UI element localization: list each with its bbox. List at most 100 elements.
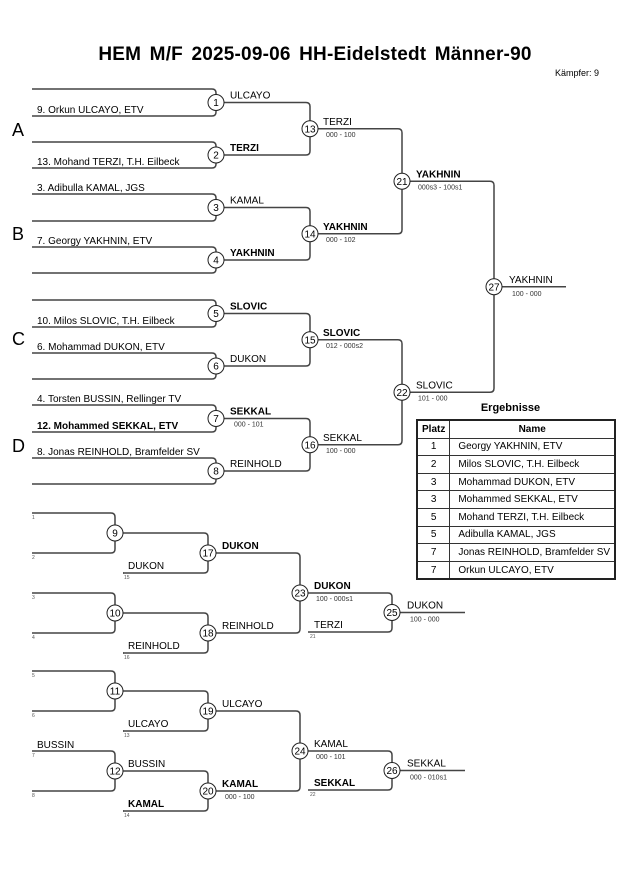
dropin-ref: 16 xyxy=(124,655,130,661)
pool-label-d: D xyxy=(12,436,25,456)
match-circle xyxy=(207,357,225,375)
match-number: 6 xyxy=(213,362,219,373)
match-score: 000 - 010s1 xyxy=(410,775,447,782)
header-place: Platz xyxy=(416,419,451,439)
result-place: 7 xyxy=(416,560,451,580)
match-circle xyxy=(383,604,401,621)
match-circle xyxy=(485,278,503,296)
match-number: 10 xyxy=(109,609,121,620)
first-round-bracket xyxy=(32,246,217,274)
match-circle xyxy=(383,762,401,779)
winner-name: ULCAYO xyxy=(230,91,271,102)
competitor-name: 7. Georgy YAKHNIN, ETV xyxy=(37,236,153,247)
winner-name: SLOVIC xyxy=(230,302,267,313)
match-number: 19 xyxy=(202,707,214,718)
seed-label: 3 xyxy=(32,595,35,601)
competitor-name: 6. Mohammad DUKON, ETV xyxy=(37,342,165,353)
match-number: 24 xyxy=(294,747,306,758)
winner-name: YAKHNIN xyxy=(416,169,461,180)
match-circle xyxy=(207,199,225,216)
dropin-name: REINHOLD xyxy=(128,641,180,652)
repechage-first-bracket xyxy=(32,750,116,792)
match-score: 100 - 000s1 xyxy=(316,596,353,603)
dropin-ref: 21 xyxy=(310,634,316,640)
match-circle xyxy=(207,410,225,427)
match-score: 100 - 000 xyxy=(326,448,356,455)
match-number: 21 xyxy=(396,177,408,188)
match-circle xyxy=(199,624,217,642)
seed-label: 7 xyxy=(32,753,35,759)
match-circle xyxy=(106,604,124,622)
match-circle xyxy=(106,682,124,700)
result-name: Orkun ULCAYO, ETV xyxy=(449,560,616,580)
result-name: Mohand TERZI, T.H. Eilbeck xyxy=(449,507,616,527)
result-name: Adibulla KAMAL, JGS xyxy=(449,525,616,545)
winner-name: ULCAYO xyxy=(222,699,263,710)
result-name: Mohammad DUKON, ETV xyxy=(449,472,616,492)
first-round-bracket xyxy=(32,193,217,222)
match-number: 25 xyxy=(386,608,398,619)
match-score: 000 - 101 xyxy=(234,422,264,429)
match-score: 000 - 100 xyxy=(326,132,356,139)
result-place: 3 xyxy=(416,472,451,492)
winner-name: REINHOLD xyxy=(222,621,274,632)
result-place: 5 xyxy=(416,525,451,545)
result-name: Mohammed SEKKAL, ETV xyxy=(449,490,616,509)
match-number: 27 xyxy=(488,282,500,293)
fighter-count: Kämpfer: 9 xyxy=(554,68,599,78)
match-number: 20 xyxy=(202,787,214,798)
match-circle xyxy=(301,225,319,243)
match-circle xyxy=(207,146,225,164)
match-circle xyxy=(301,436,319,454)
match-score: 000s3 - 100s1 xyxy=(418,184,462,191)
match-circle xyxy=(199,702,217,720)
dropin-ref: 14 xyxy=(124,813,130,819)
winner-name: KAMAL xyxy=(222,779,258,790)
match-number: 2 xyxy=(213,151,219,162)
winner-name: SLOVIC xyxy=(323,328,360,339)
result-place: 3 xyxy=(416,490,451,509)
match-number: 15 xyxy=(304,335,316,346)
match-number: 4 xyxy=(213,256,219,267)
match-number: 12 xyxy=(109,767,121,778)
match-score: 101 - 000 xyxy=(418,395,448,402)
header-name: Name xyxy=(449,419,616,439)
dropin-ref: 15 xyxy=(124,575,130,581)
match-number: 8 xyxy=(213,467,219,478)
competitor-name: 8. Jonas REINHOLD, Bramfelder SV xyxy=(37,447,200,458)
dropin-name: DUKON xyxy=(128,561,164,572)
match-number: 5 xyxy=(213,309,219,320)
match-circle xyxy=(301,120,319,138)
champion-name: YAKHNIN xyxy=(509,275,553,286)
winner-name: YAKHNIN xyxy=(323,222,368,233)
result-name: Georgy YAKHNIN, ETV xyxy=(449,437,616,457)
result-place: 5 xyxy=(416,507,451,527)
third-round-bracket xyxy=(318,339,403,446)
winner-name: TERZI xyxy=(323,117,352,128)
winner-name: TERZI xyxy=(230,143,259,154)
results-title: Ergebnisse xyxy=(480,402,541,414)
results-header-row: Platz Name xyxy=(416,419,616,439)
competitor-name: 12. Mohammed SEKKAL, ETV xyxy=(37,421,178,432)
competitor-name: 13. Mohand TERZI, T.H. Eilbeck xyxy=(37,157,180,168)
winner-name: DUKON xyxy=(222,541,259,552)
match-circle xyxy=(291,584,309,602)
match-circle xyxy=(393,383,411,401)
match-number: 7 xyxy=(213,414,219,425)
dropin-name: TERZI xyxy=(314,620,343,631)
pool-label-a: A xyxy=(12,120,24,140)
match-circle xyxy=(301,331,319,349)
dropin-name: ULCAYO xyxy=(128,719,169,730)
winner-name: BUSSIN xyxy=(128,759,165,770)
repechage-first-bracket xyxy=(32,670,116,712)
winner-name: YAKHNIN xyxy=(230,248,275,259)
